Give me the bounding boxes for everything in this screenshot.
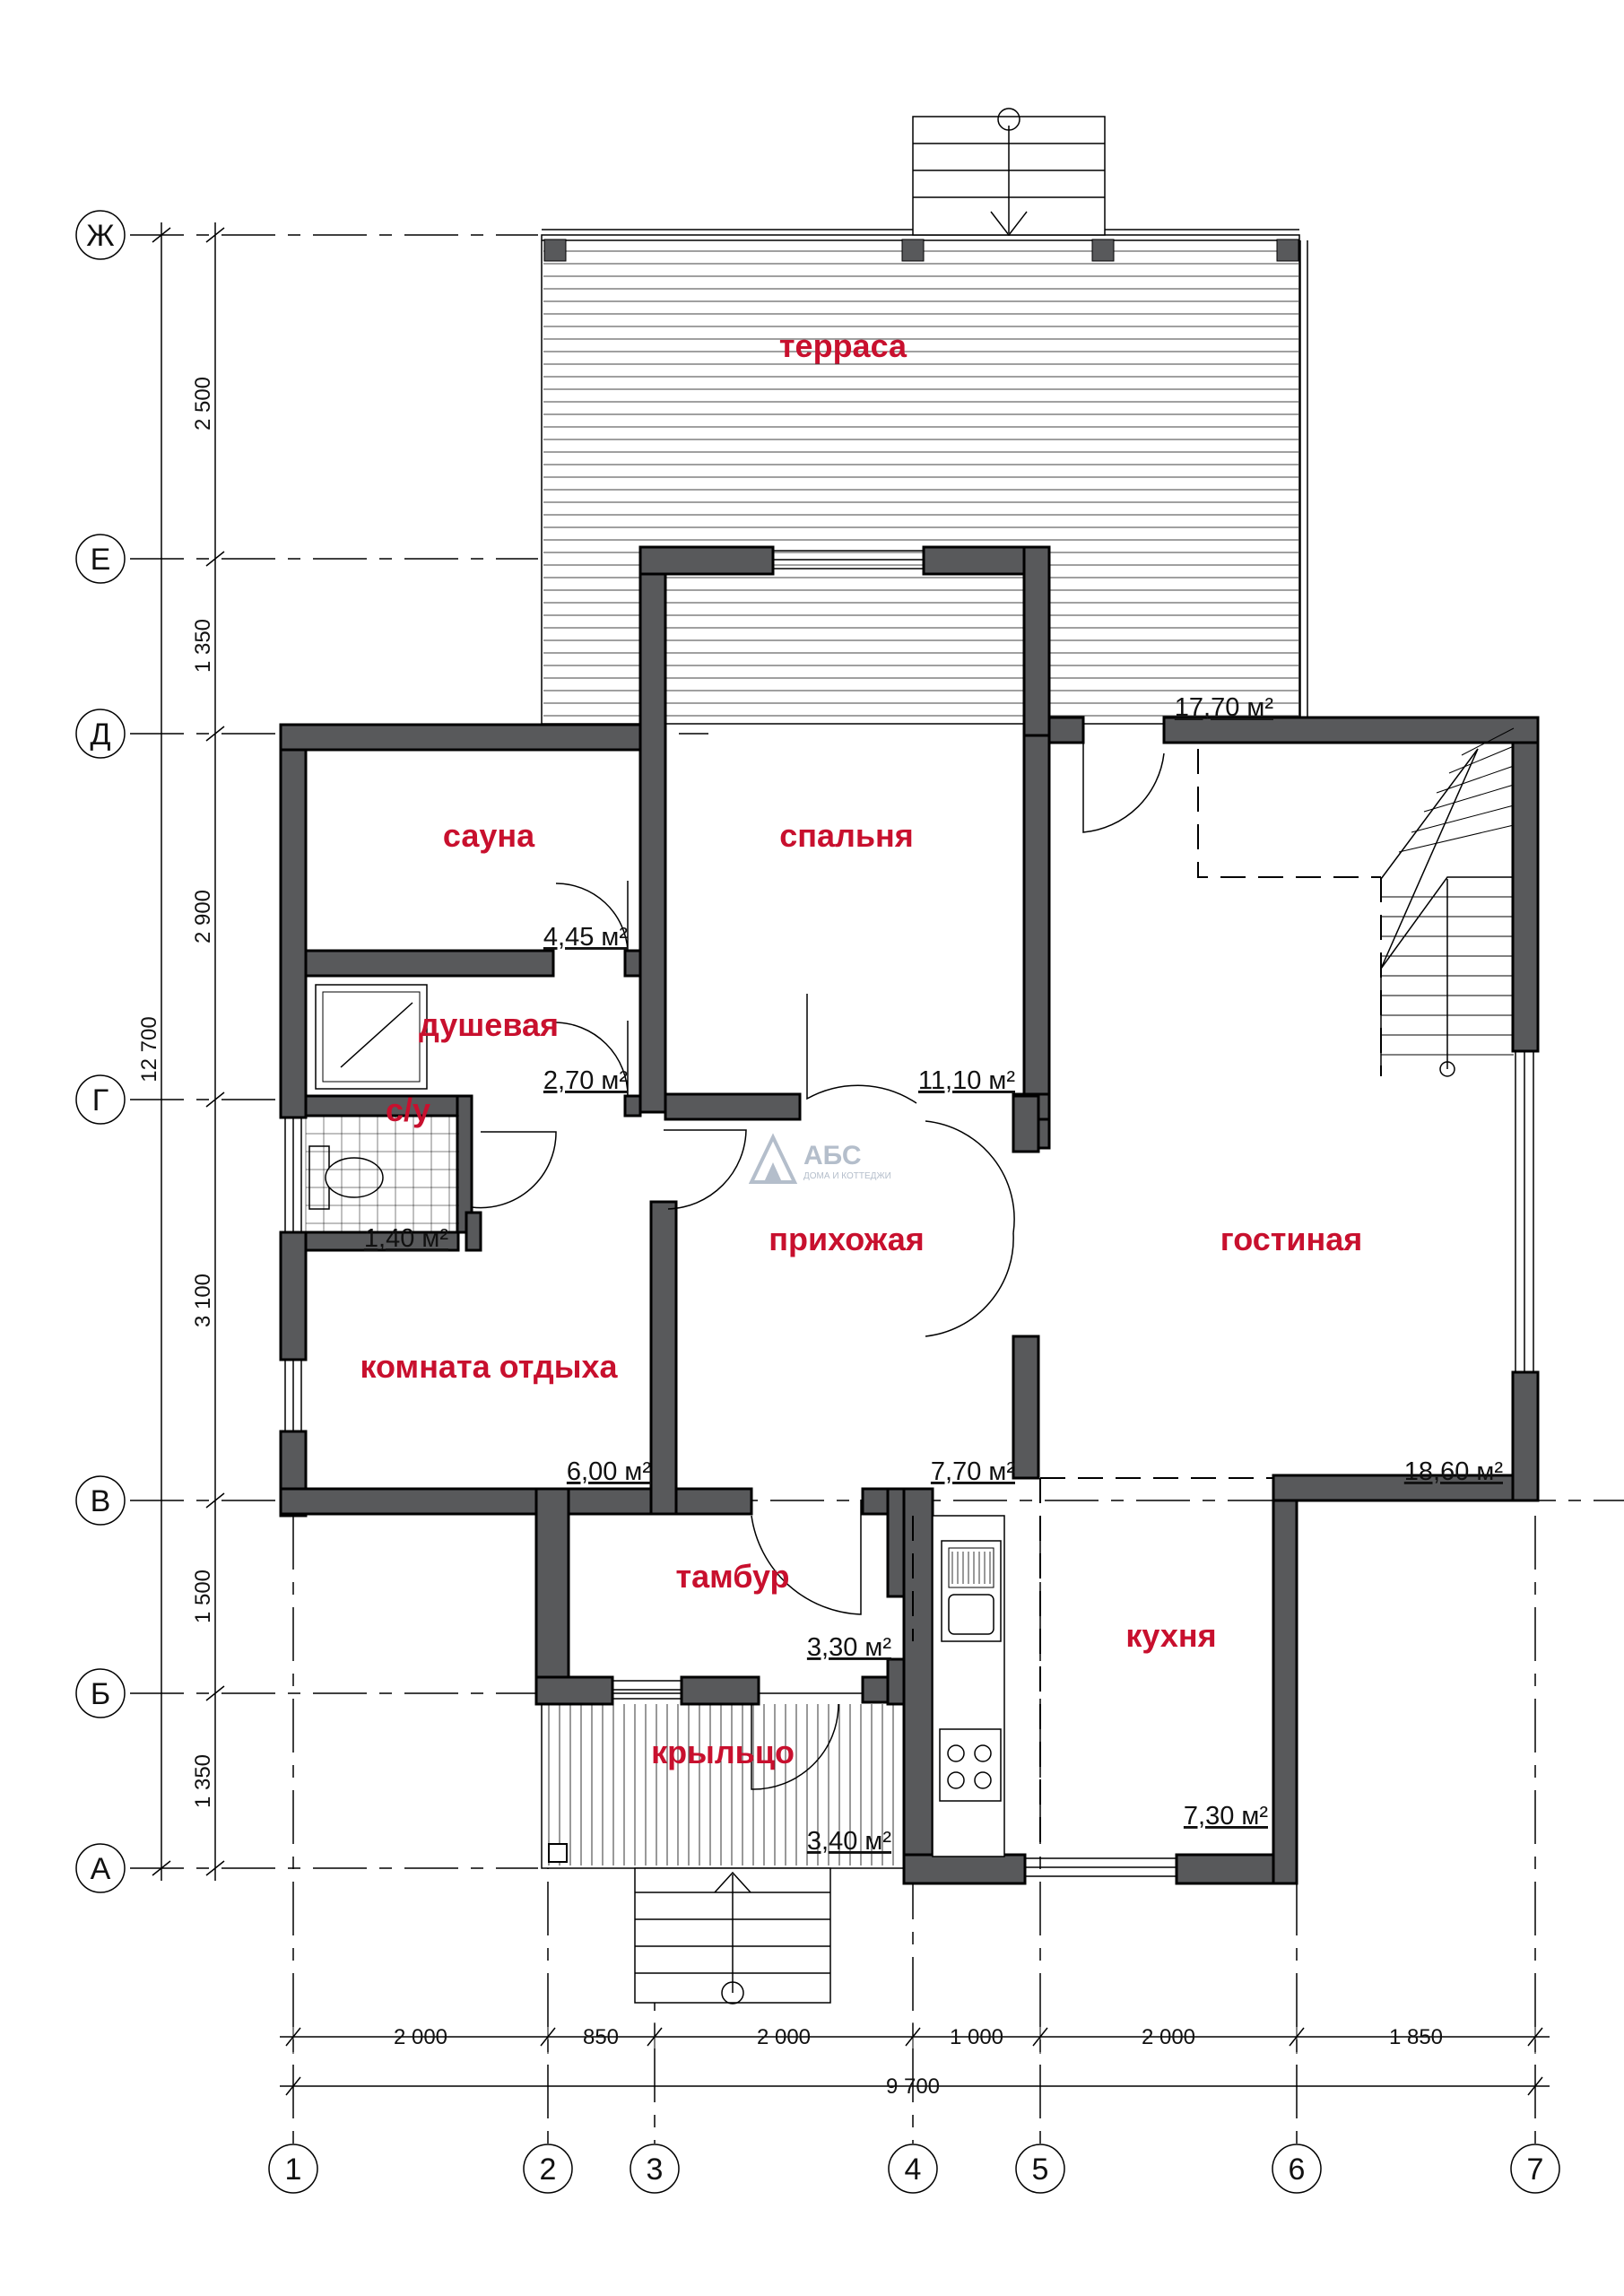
area-hall: 7,70 м²: [931, 1457, 1015, 1486]
area-terrace: 17,70 м²: [1175, 693, 1274, 722]
col-axis-bubbles: 1 2 3 4 5 6 7: [268, 2144, 1560, 2194]
axis-row-D: Д: [75, 709, 126, 759]
room-label-terrace: терраса: [779, 327, 908, 364]
area-wc: 1,40 м²: [364, 1224, 448, 1253]
room-label-living: гостиная: [1220, 1221, 1363, 1257]
axis-row-G: Г: [75, 1074, 126, 1125]
room-label-shower: душевая: [419, 1006, 559, 1043]
svg-text:Г: Г: [92, 1083, 109, 1118]
terrace: [541, 108, 1308, 726]
doors: [471, 743, 1165, 1790]
svg-text:4: 4: [905, 2152, 922, 2187]
terrace-boards: [543, 250, 1298, 717]
dim-h-6: 1 850: [1389, 2025, 1443, 2049]
staircase: [1197, 727, 1515, 1077]
walls: [279, 545, 1540, 1885]
sink-drainboard: [951, 1552, 991, 1584]
room-label-vestibule: тамбур: [675, 1558, 789, 1595]
axis-col-1: 1: [268, 2144, 318, 2194]
axis-col-3: 3: [630, 2144, 680, 2194]
dim-h-total: 9 700: [886, 2074, 940, 2099]
svg-text:1: 1: [285, 2152, 302, 2187]
terrace-stairs: [912, 108, 1106, 237]
svg-text:7: 7: [1527, 2152, 1544, 2187]
svg-text:Д: Д: [90, 718, 110, 752]
svg-text:В: В: [91, 1484, 111, 1518]
svg-text:6: 6: [1289, 2152, 1306, 2187]
abs-logo: АБС ДОМА И КОТТЕДЖИ: [748, 1133, 891, 1184]
room-label-bedroom: спальня: [779, 817, 914, 854]
fixtures: [305, 984, 1005, 1857]
dim-h-4: 1 000: [950, 2025, 1003, 2049]
area-sauna: 4,45 м²: [543, 923, 628, 952]
dim-h-1: 2 000: [394, 2025, 447, 2049]
room-label-sauna: сауна: [443, 817, 535, 854]
terrace-posts: [543, 239, 1299, 262]
porch: [541, 1692, 905, 2005]
svg-text:Б: Б: [91, 1677, 110, 1711]
porch-boards: [548, 1704, 894, 1866]
room-labels: терраса сауна спальня душевая с/у прихож…: [360, 327, 1363, 1770]
area-porch: 3,40 м²: [807, 1827, 891, 1856]
room-label-porch: крыльцо: [651, 1734, 795, 1770]
dim-v-total: 12 700: [137, 1016, 161, 1082]
horizontal-dimensions: 2 000 850 2 000 1 000 2 000 1 850 9 700: [280, 2022, 1550, 2099]
room-label-wc: с/у: [386, 1091, 430, 1128]
dim-v-3: 2 900: [191, 890, 215, 944]
area-rest-room: 6,00 м²: [567, 1457, 651, 1486]
svg-text:Ж: Ж: [86, 219, 114, 253]
interior-floor: [307, 749, 647, 1502]
axis-row-B: Б: [75, 1668, 126, 1718]
svg-text:А: А: [91, 1852, 111, 1886]
axis-col-5: 5: [1015, 2144, 1065, 2194]
area-kitchen: 7,30 м²: [1184, 1802, 1268, 1831]
dim-v-1: 2 500: [191, 377, 215, 430]
room-label-kitchen: кухня: [1125, 1617, 1216, 1654]
dim-v-5: 1 500: [191, 1570, 215, 1623]
svg-text:3: 3: [647, 2152, 664, 2187]
axis-col-4: 4: [888, 2144, 938, 2194]
axis-row-E: Е: [75, 534, 126, 584]
dim-h-5: 2 000: [1142, 2025, 1195, 2049]
area-bedroom: 11,10 м²: [918, 1066, 1015, 1095]
logo-name: АБС: [803, 1141, 862, 1170]
wc-tile-pattern: [305, 1115, 459, 1232]
row-axis-bubbles: Ж Е Д Г В Б А: [75, 210, 126, 1893]
room-label-hall: прихожая: [769, 1221, 925, 1257]
area-shower: 2,70 м²: [543, 1066, 628, 1095]
axis-row-Zh: Ж: [75, 210, 126, 260]
axis-col-2: 2: [523, 2144, 573, 2194]
dim-v-4: 3 100: [191, 1274, 215, 1327]
room-label-rest-room: комната отдыха: [360, 1348, 619, 1385]
vertical-dimensions: 2 500 1 350 2 900 3 100 1 500 1 350 12 7…: [137, 222, 225, 1881]
windows: [284, 550, 1534, 1877]
axis-col-7: 7: [1510, 2144, 1560, 2194]
area-living: 18,60 м²: [1404, 1457, 1504, 1486]
dim-h-3: 2 000: [757, 2025, 811, 2049]
porch-stairs: [634, 1867, 831, 2005]
logo-tagline: ДОМА И КОТТЕДЖИ: [803, 1171, 891, 1181]
area-vestibule: 3,30 м²: [807, 1633, 891, 1662]
axis-row-A: А: [75, 1843, 126, 1893]
dim-v-2: 1 350: [191, 619, 215, 673]
svg-text:Е: Е: [91, 543, 111, 577]
axis-col-6: 6: [1272, 2144, 1322, 2194]
area-labels: 17,70 м² 4,45 м² 2,70 м² 11,10 м² 1,40 м…: [364, 693, 1503, 1856]
svg-text:2: 2: [540, 2152, 557, 2187]
axis-row-V: В: [75, 1475, 126, 1526]
dim-v-6: 1 350: [191, 1754, 215, 1808]
svg-text:5: 5: [1032, 2152, 1049, 2187]
dim-h-2: 850: [583, 2025, 619, 2049]
